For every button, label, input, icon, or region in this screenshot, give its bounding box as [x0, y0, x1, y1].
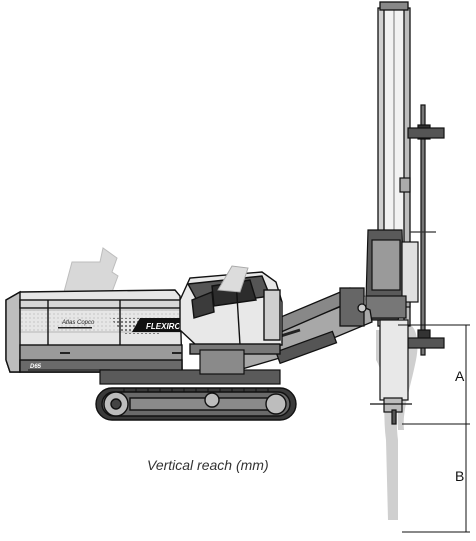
chassis-frame [99, 349, 281, 385]
model-badge-text: FLEXIROC [146, 322, 187, 331]
diagram-caption: Vertical reach (mm) [147, 457, 269, 473]
brand-logo: Atlas Copco [61, 320, 95, 326]
side-label: D65 [30, 364, 42, 370]
mast-side-rod [399, 104, 445, 356]
drill-guide [370, 319, 412, 425]
brand-logo-underline [58, 327, 92, 329]
dimension-lines [398, 324, 470, 533]
dimension-a-label: A [455, 368, 465, 384]
dimension-b-label: B [455, 468, 464, 484]
ghost-canopy [63, 247, 119, 293]
cab-canopy-shade [217, 265, 249, 293]
rock-drill-carriage [365, 229, 419, 321]
vent-slots [60, 352, 182, 354]
track-grousers [123, 388, 269, 392]
crawler-track [95, 387, 297, 421]
